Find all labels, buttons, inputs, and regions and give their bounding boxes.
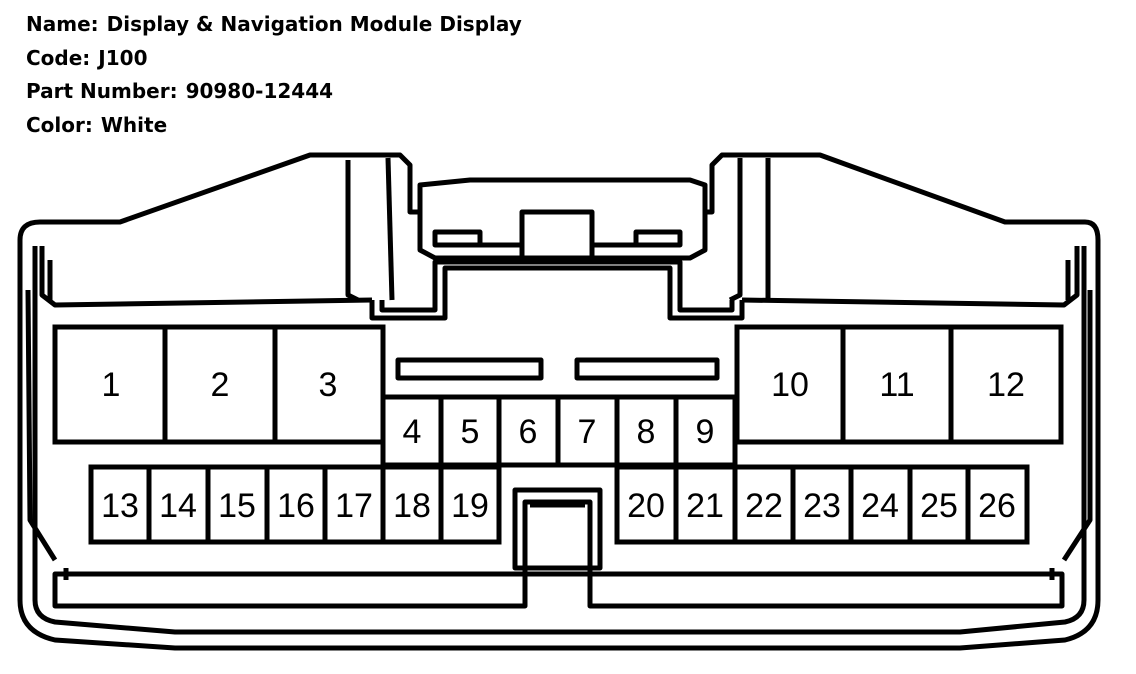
cavity-18 [380, 464, 444, 545]
name-value: Display & Navigation Module Display [106, 12, 522, 36]
cavity-24 [848, 464, 913, 545]
pin-label-23: 23 [803, 487, 841, 525]
part-number-label: Part Number: [26, 79, 178, 103]
pin-label-18: 18 [393, 487, 431, 525]
slot-left [395, 357, 544, 381]
housing-outline [17, 152, 1101, 651]
cavity-12 [948, 324, 1064, 445]
pin-label-2: 2 [211, 366, 230, 404]
latch-right [728, 158, 743, 303]
key-notch-top [369, 265, 745, 321]
connector-info: Name: Display & Navigation Module Display… [26, 8, 522, 142]
pin-label-9: 9 [696, 413, 715, 451]
pin-label-15: 15 [218, 487, 256, 525]
pin-label-8: 8 [637, 413, 656, 451]
latch-left [345, 160, 360, 303]
pin-label-20: 20 [627, 487, 665, 525]
key-notch-bottom [512, 487, 603, 571]
housing-inner [32, 246, 1087, 635]
pin-label-14: 14 [159, 487, 197, 525]
cavity-14 [146, 464, 211, 545]
code-row: Code: J100 [26, 42, 522, 76]
part-number-row: Part Number: 90980-12444 [26, 75, 522, 109]
cavity-7 [555, 394, 620, 468]
pin-label-10: 10 [771, 366, 809, 404]
left-rib [39, 246, 373, 308]
pin-label-7: 7 [578, 413, 597, 451]
bottom-rail [52, 499, 1065, 609]
pin-label-1: 1 [102, 366, 121, 404]
pin-label-21: 21 [686, 487, 724, 525]
pin-label-6: 6 [519, 413, 538, 451]
color-row: Color: White [26, 109, 522, 143]
pin-label-11: 11 [879, 366, 914, 404]
cavity-1 [52, 324, 168, 445]
cavity-13 [88, 464, 152, 545]
pin-label-13: 13 [101, 487, 139, 525]
pin-label-16: 16 [277, 487, 315, 525]
pin-label-12: 12 [987, 366, 1025, 404]
cavity-25 [907, 464, 971, 545]
pin-label-24: 24 [861, 487, 899, 525]
cavity-2 [162, 324, 278, 445]
name-label: Name: [26, 12, 99, 36]
color-label: Color: [26, 112, 93, 137]
color-value: White [100, 112, 168, 137]
cavity-3 [272, 324, 386, 445]
connector-housing [17, 152, 1101, 651]
slot-right [574, 357, 720, 381]
top-lock [417, 212, 708, 261]
cavity-5 [438, 394, 502, 468]
right-rib [741, 246, 1080, 308]
pin-label-3: 3 [319, 366, 338, 404]
pin-label-19: 19 [451, 487, 489, 525]
cavity-17 [322, 464, 386, 545]
pin-label-4: 4 [403, 413, 422, 451]
pin-label-22: 22 [745, 487, 783, 525]
pin-label-26: 26 [978, 487, 1016, 525]
cavity-16 [264, 464, 328, 545]
pin-label-5: 5 [461, 413, 480, 451]
code-value: J100 [98, 45, 148, 70]
code-label: Code: [26, 45, 91, 70]
cavity-26 [965, 464, 1030, 545]
cavity-19 [438, 464, 502, 545]
part-number-value: 90980-12444 [185, 79, 334, 103]
name-row: Name: Display & Navigation Module Display [26, 8, 522, 42]
pin-labels: 1 2 3 10 11 12 4 5 6 7 8 9 13 14 15 16 1… [101, 366, 1025, 525]
pin-label-25: 25 [920, 487, 958, 525]
pin-label-17: 17 [335, 487, 373, 525]
